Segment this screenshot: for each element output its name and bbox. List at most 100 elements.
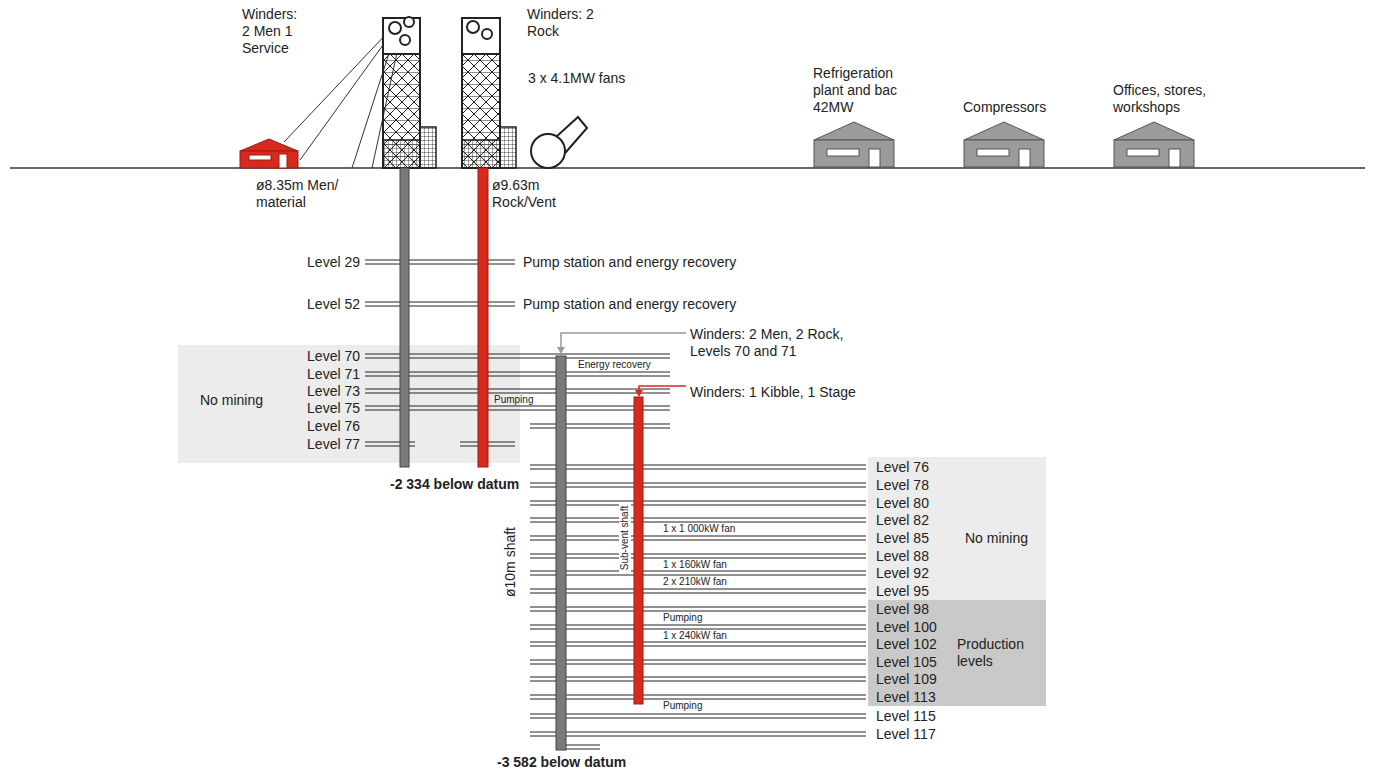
- shaft-label: ø8.35m Men/ material: [256, 177, 348, 211]
- level-label: Level 117: [876, 726, 936, 743]
- cable: [300, 38, 388, 160]
- headframe: [420, 127, 436, 168]
- band-label: No mining: [200, 392, 290, 409]
- headframe: [462, 18, 500, 54]
- fan-symbol: [531, 117, 587, 168]
- headframe: [400, 35, 410, 45]
- level-tunnel: [530, 536, 866, 537]
- level-tunnel: [530, 677, 866, 678]
- building-outline: [1114, 140, 1194, 167]
- shaft-label: ø9.63m Rock/Vent: [492, 177, 568, 211]
- leader-line: [557, 347, 565, 354]
- building-outline: [869, 149, 880, 167]
- shaft-label: ø10m shaft: [502, 524, 519, 600]
- level-tunnel: [530, 540, 866, 541]
- level-tunnel: [530, 625, 866, 626]
- level-tunnel: [530, 611, 866, 612]
- station-label: Pumping: [663, 612, 702, 624]
- level-tunnel: [530, 487, 866, 488]
- level-label: Level 75: [280, 400, 360, 417]
- level-tunnel: [530, 699, 866, 700]
- level-label: Level 95: [876, 583, 929, 600]
- level-tunnel: [365, 372, 670, 373]
- headframe: [482, 29, 492, 39]
- level-tunnel: [365, 306, 515, 307]
- level-tunnel: [365, 406, 670, 407]
- station-label: Pump station and energy recovery: [523, 254, 736, 271]
- headframe: [462, 140, 500, 168]
- band-label: Production levels: [957, 636, 1039, 670]
- building-outline: [963, 120, 1045, 168]
- depth-label: -2 334 below datum: [390, 476, 519, 493]
- building-label: Offices, stores, workshops: [1113, 82, 1233, 116]
- fan-label: 1 x 240kW fan: [663, 630, 727, 642]
- fan-label: 2 x 210kW fan: [663, 576, 727, 588]
- fan-label: 1 x 160kW fan: [663, 559, 727, 571]
- level-tunnel: [530, 660, 866, 661]
- level-tunnel: [530, 607, 866, 608]
- headframe: [383, 140, 420, 168]
- level-tunnel: [530, 642, 866, 643]
- headframe: [404, 17, 414, 27]
- headframe: [500, 127, 516, 168]
- level-tunnel: [365, 358, 670, 359]
- building-outline: [814, 140, 894, 167]
- level-tunnel: [530, 469, 866, 470]
- shaft: [478, 168, 488, 467]
- leader-line: [561, 333, 686, 348]
- leader-line: [639, 386, 686, 391]
- level-tunnel: [365, 410, 670, 411]
- level-tunnel: [365, 376, 670, 377]
- level-tunnel: [365, 389, 670, 390]
- level-tunnel: [530, 571, 866, 572]
- level-label: Level 70: [280, 348, 360, 365]
- level-label: Level 109: [876, 671, 937, 688]
- shaft: [634, 397, 643, 704]
- level-tunnel: [530, 714, 866, 715]
- shaft-label: Sub-vent shaft: [619, 503, 631, 573]
- building-outline: [827, 149, 859, 156]
- level-label: Level 78: [876, 477, 929, 494]
- leader-line: [635, 390, 643, 397]
- level-label: Level 100: [876, 619, 937, 636]
- fan-label: 1 x 1 000kW fan: [663, 523, 735, 535]
- winder-house: [240, 151, 298, 168]
- headframe: [467, 21, 479, 33]
- level-tunnel: [365, 264, 515, 265]
- depth-label: -3 582 below datum: [497, 754, 626, 771]
- building-outline: [977, 149, 1009, 156]
- level-tunnel: [530, 518, 866, 519]
- level-tunnel: [530, 428, 670, 429]
- winder-house: [240, 139, 298, 151]
- band-label: No mining: [965, 530, 1043, 547]
- level-label: Level 73: [280, 383, 360, 400]
- building-outline: [813, 120, 895, 168]
- building-outline: [814, 122, 894, 140]
- level-label: Level 80: [876, 495, 929, 512]
- station-label: Pumping: [663, 700, 702, 712]
- level-tunnel: [530, 589, 866, 590]
- surface-building: Compressors: [963, 99, 1073, 168]
- building-outline: [1019, 149, 1030, 167]
- winder-label: Winders: 2 Rock: [527, 6, 597, 40]
- level-tunnel: [530, 465, 866, 466]
- level-label: Level 98: [876, 601, 929, 618]
- cable: [284, 30, 390, 142]
- level-tunnel: [530, 695, 866, 696]
- level-tunnel: [365, 302, 515, 303]
- level-tunnel: [530, 736, 866, 737]
- level-label: Level 113: [876, 689, 936, 706]
- building-outline: [1169, 149, 1180, 167]
- cable: [284, 30, 398, 168]
- level-tunnel: [530, 575, 866, 576]
- level-tunnel: [365, 393, 670, 394]
- level-tunnel: [530, 646, 866, 647]
- winder-house: [240, 139, 298, 168]
- level-tunnel: [530, 554, 866, 555]
- level-label: Level 76: [876, 459, 929, 476]
- building-outline: [964, 122, 1044, 140]
- level-tunnel: [530, 718, 866, 719]
- level-label: Level 88: [876, 548, 929, 565]
- level-label: Level 102: [876, 636, 937, 653]
- level-tunnel: [530, 505, 866, 506]
